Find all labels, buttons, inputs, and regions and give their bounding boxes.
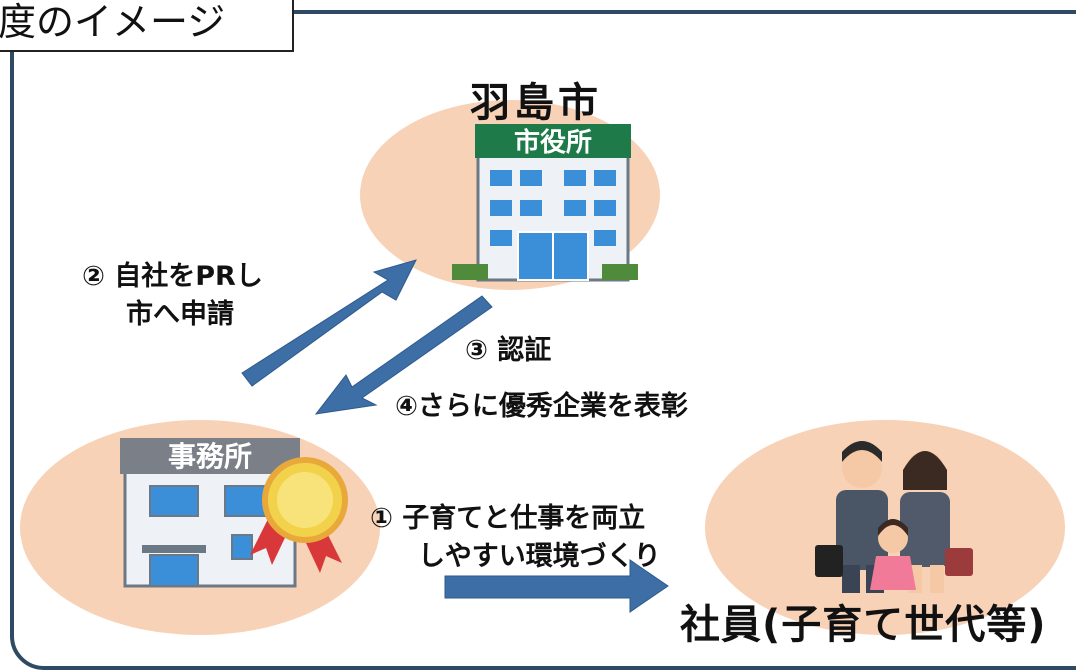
office-sign: 事務所 (168, 440, 252, 473)
award-medal-icon (250, 457, 348, 573)
arrow-certify-to-company (314, 295, 493, 415)
step-1-line-1: ① 子育てと仕事を両立 (370, 503, 646, 534)
arrow-apply-to-city (241, 259, 417, 387)
city-name: 羽島市 (470, 80, 602, 126)
step-3-label: ③ 認証 (465, 335, 552, 366)
step-2-line-2: 市へ申請 (126, 299, 234, 330)
flow-arrows (241, 259, 669, 613)
step-1-line-2: しやすい環境づくり (418, 541, 661, 572)
arrow-to-employees (444, 559, 669, 613)
step-1-label: ① 子育てと仕事を両立 しやすい環境づくり (370, 500, 661, 576)
step-2-label: ② 自社をPRし 市へ申請 (82, 258, 263, 334)
employee-label: 社員(子育て世代等) (680, 602, 1047, 648)
step-2-line-1: ② 自社をPRし (82, 261, 263, 292)
diagram-title: 度のイメージ (0, 0, 294, 52)
city-hall-icon: 市役所 (452, 124, 638, 282)
city-hall-sign: 市役所 (514, 127, 592, 158)
diagram-graphics: 市役所 事務所 (120, 124, 973, 613)
step-4-label: ④さらに優秀企業を表彰 (395, 391, 688, 422)
family-icon (815, 441, 973, 593)
